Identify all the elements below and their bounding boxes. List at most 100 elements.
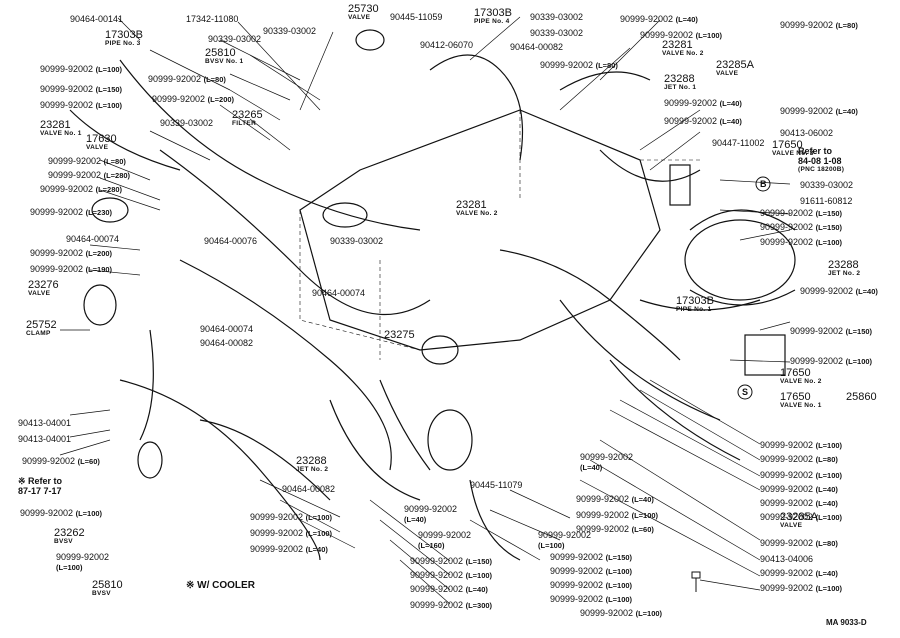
part-label: 90464-00082 (282, 484, 336, 494)
callout-b: B (760, 179, 767, 189)
part-label: 90999-92002 (L=100) (760, 512, 843, 522)
part-label: 90464-00074 (200, 324, 254, 334)
part-label: 90999-92002 (L=100) (760, 470, 843, 480)
bracket-shape (669, 164, 691, 206)
callout-s-circle (737, 384, 753, 400)
part-label: 90413-04006 (760, 554, 814, 564)
part-label: 90464-00141 (70, 14, 124, 24)
part-label: 90999-92002 (L=100) (550, 580, 633, 590)
part-label: 90999-92002 (L=100) (250, 512, 333, 522)
part-label: 90999-92002 (L=60) (576, 524, 654, 534)
part-label: 90999-92002 (L=40) (780, 106, 858, 116)
part-label: 90999-92002 (L=80) (760, 538, 838, 548)
diagram-code: MA 9033-D (826, 618, 867, 627)
part-label: 90999-92002 (L=80) (780, 20, 858, 30)
part-label: 90999-92002 (L=150) (760, 222, 843, 232)
part-label: 90447-11002 (712, 138, 765, 148)
part-label: 90999-92002(L=100) (56, 552, 110, 572)
part-label: 90999-92002 (L=40) (250, 544, 328, 554)
part-label: 90412-06070 (420, 40, 474, 50)
part-label: 90339-03002 (160, 118, 214, 128)
valve-shape (421, 335, 459, 365)
part-label: 90999-92002 (L=80) (760, 454, 838, 464)
part-label: 90999-92002(L=100) (538, 530, 592, 550)
part-label: 17342-11080 (186, 14, 239, 24)
part-label: 90999-92002 (L=80) (48, 156, 126, 166)
part-label: 90999-92002 (L=150) (550, 552, 633, 562)
part-label: 90413-06002 (780, 128, 834, 138)
part-label: 90464-00076 (204, 236, 258, 246)
part-label: 90999-92002 (L=150) (760, 208, 843, 218)
part-label: 90999-92002 (L=40) (664, 98, 742, 108)
part-label: 90999-92002 (L=60) (22, 456, 100, 466)
valve-shape (427, 409, 473, 471)
part-label: 90999-92002 (L=40) (576, 494, 654, 504)
part-label: 90413-04001 (18, 434, 72, 444)
part-label: 90999-92002 (L=40) (410, 584, 488, 594)
part-label: 90999-92002 (L=200) (152, 94, 235, 104)
valve-shape (355, 29, 385, 51)
part-label: 90413-04001 (18, 418, 72, 428)
part-label: 90999-92002 (L=230) (30, 207, 113, 217)
part-label: 90999-92002 (L=40) (760, 498, 838, 508)
part-label: 90999-92002 (L=100) (790, 356, 873, 366)
part-label: 90999-92002 (L=100) (760, 440, 843, 450)
valve-shape (137, 441, 163, 479)
part-label: 90999-92002 (L=300) (410, 600, 493, 610)
callout-s: S (742, 387, 749, 397)
part-label: 90464-00082 (200, 338, 254, 348)
part-label: 90445-11059 (390, 12, 443, 22)
intake-chamber (684, 219, 796, 301)
part-label: 90445-11079 (470, 480, 523, 490)
part-label: 90339-03002 (530, 12, 584, 22)
part-label: 90999-92002 (L=100) (576, 510, 659, 520)
part-label: 90999-92002 (L=150) (410, 556, 493, 566)
part-label: 90999-92002 (L=40) (760, 568, 838, 578)
part-label: 90999-92002 (L=200) (30, 248, 113, 258)
part-label: 90999-92002 (L=40) (760, 484, 838, 494)
part-label: 90339-03002 (330, 236, 384, 246)
part-label: 90464-00082 (510, 42, 564, 52)
part-label: 23275 (384, 329, 415, 341)
part-label: 90999-92002 (L=100) (580, 608, 663, 618)
cooler-note: ※ W/ COOLER (186, 580, 255, 591)
part-label: 90339-03002 (530, 28, 584, 38)
part-label: 90999-92002 (L=100) (550, 594, 633, 604)
part-label: 90999-92002 (L=100) (410, 570, 493, 580)
part-label: 90339-03002 (263, 26, 317, 36)
part-label: 90339-03002 (208, 34, 262, 44)
part-label: 90999-92002(L=160) (418, 530, 472, 550)
part-label: 90999-92002 (L=100) (550, 566, 633, 576)
part-label: 90339-03002 (800, 180, 854, 190)
part-label: 90999-92002 (L=100) (760, 583, 843, 593)
part-label: 90999-92002 (L=80) (148, 74, 226, 84)
part-label: 90999-92002 (L=100) (20, 508, 103, 518)
valve-shape (83, 284, 117, 326)
engine-outline (299, 109, 661, 351)
part-label: 90999-92002 (L=150) (790, 326, 873, 336)
part-label: 90999-92002 (L=40) (800, 286, 878, 296)
part-label: 91611-60812 (800, 196, 853, 206)
part-label: 90999-92002 (L=100) (40, 100, 123, 110)
